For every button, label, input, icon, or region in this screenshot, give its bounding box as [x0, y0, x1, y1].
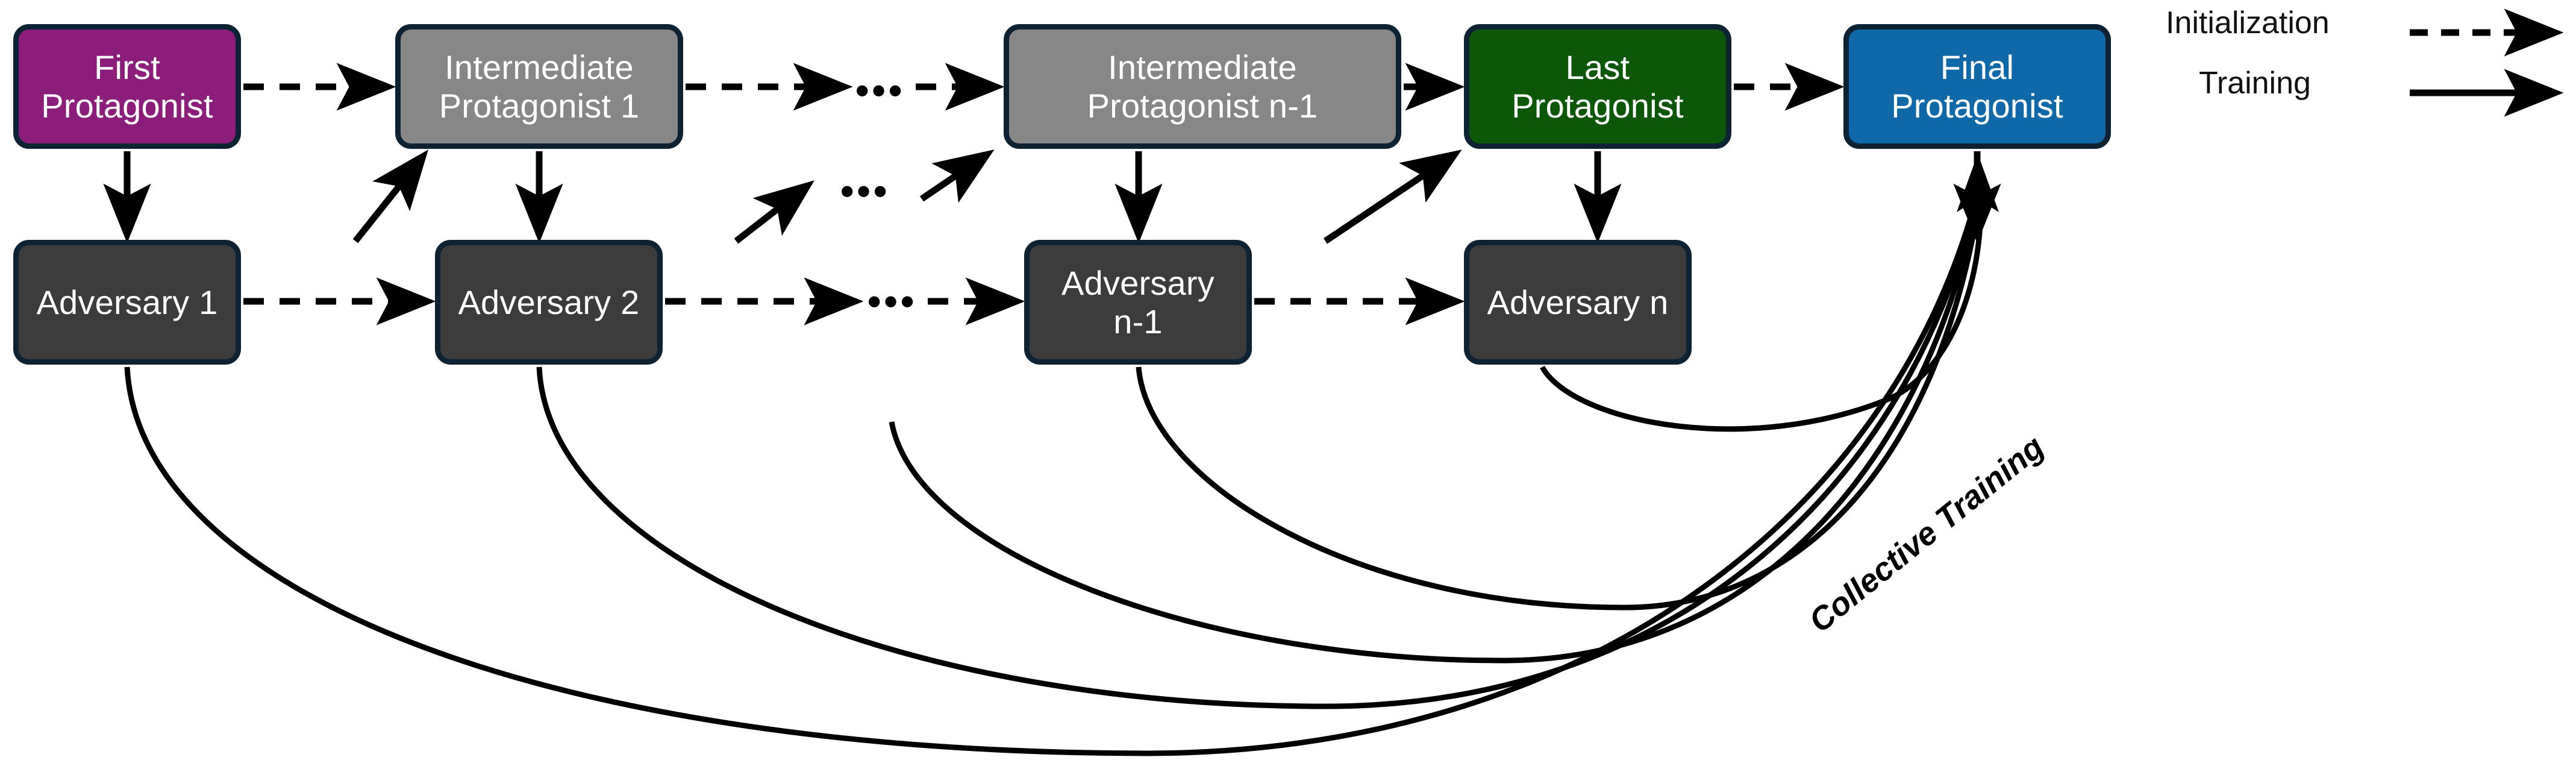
legend-item-training-label: Training [2199, 66, 2311, 101]
node-adversary-2[interactable]: Adversary 2 [435, 240, 663, 365]
node-label-line1: Final [1940, 48, 2015, 87]
training-down-edges [103, 151, 2001, 243]
training-up-edges [352, 149, 1462, 244]
node-label-line2: Protagonist [1512, 86, 1684, 125]
node-label-line2: n-1 [1113, 302, 1163, 341]
node-label-line1: Adversary 2 [458, 283, 640, 321]
node-label-line1: First [94, 48, 160, 87]
collective-training-curves [124, 198, 1984, 756]
initialization-edges [243, 63, 1845, 325]
collective-training-arrowhead [1957, 154, 1999, 212]
legend-item-initialization-label: Initialization [2166, 5, 2330, 40]
node-label-line1: Adversary n [1487, 283, 1669, 321]
ellipsis-adversary-row: ••• [868, 280, 918, 323]
node-last-protagonist[interactable]: Last Protagonist [1464, 24, 1731, 149]
node-label-line1: Adversary 1 [36, 283, 218, 321]
node-adversary-n[interactable]: Adversary n [1464, 240, 1692, 365]
node-label-line1: Last [1565, 48, 1630, 87]
node-final-protagonist[interactable]: Final Protagonist [1843, 24, 2111, 149]
node-first-protagonist[interactable]: First Protagonist [13, 24, 241, 149]
ellipsis-diagonal: ••• [840, 169, 890, 213]
node-adversary-1[interactable]: Adversary 1 [13, 240, 241, 365]
node-intermediate-protagonist-n-1[interactable]: Intermediate Protagonist n-1 [1004, 24, 1401, 149]
node-label-line1: Adversary [1061, 264, 1215, 303]
node-label-line1: Intermediate [445, 48, 634, 87]
node-label-line2: Protagonist [1891, 86, 2063, 125]
node-label-line2: Protagonist n-1 [1087, 86, 1318, 125]
node-label-line1: Intermediate [1108, 48, 1297, 87]
node-label-line2: Protagonist [41, 86, 213, 125]
ellipsis-protagonist-row: ••• [855, 69, 905, 112]
node-intermediate-protagonist-1[interactable]: Intermediate Protagonist 1 [395, 24, 683, 149]
node-label-line2: Protagonist 1 [439, 86, 640, 125]
node-adversary-n-1[interactable]: Adversary n-1 [1024, 240, 1252, 365]
